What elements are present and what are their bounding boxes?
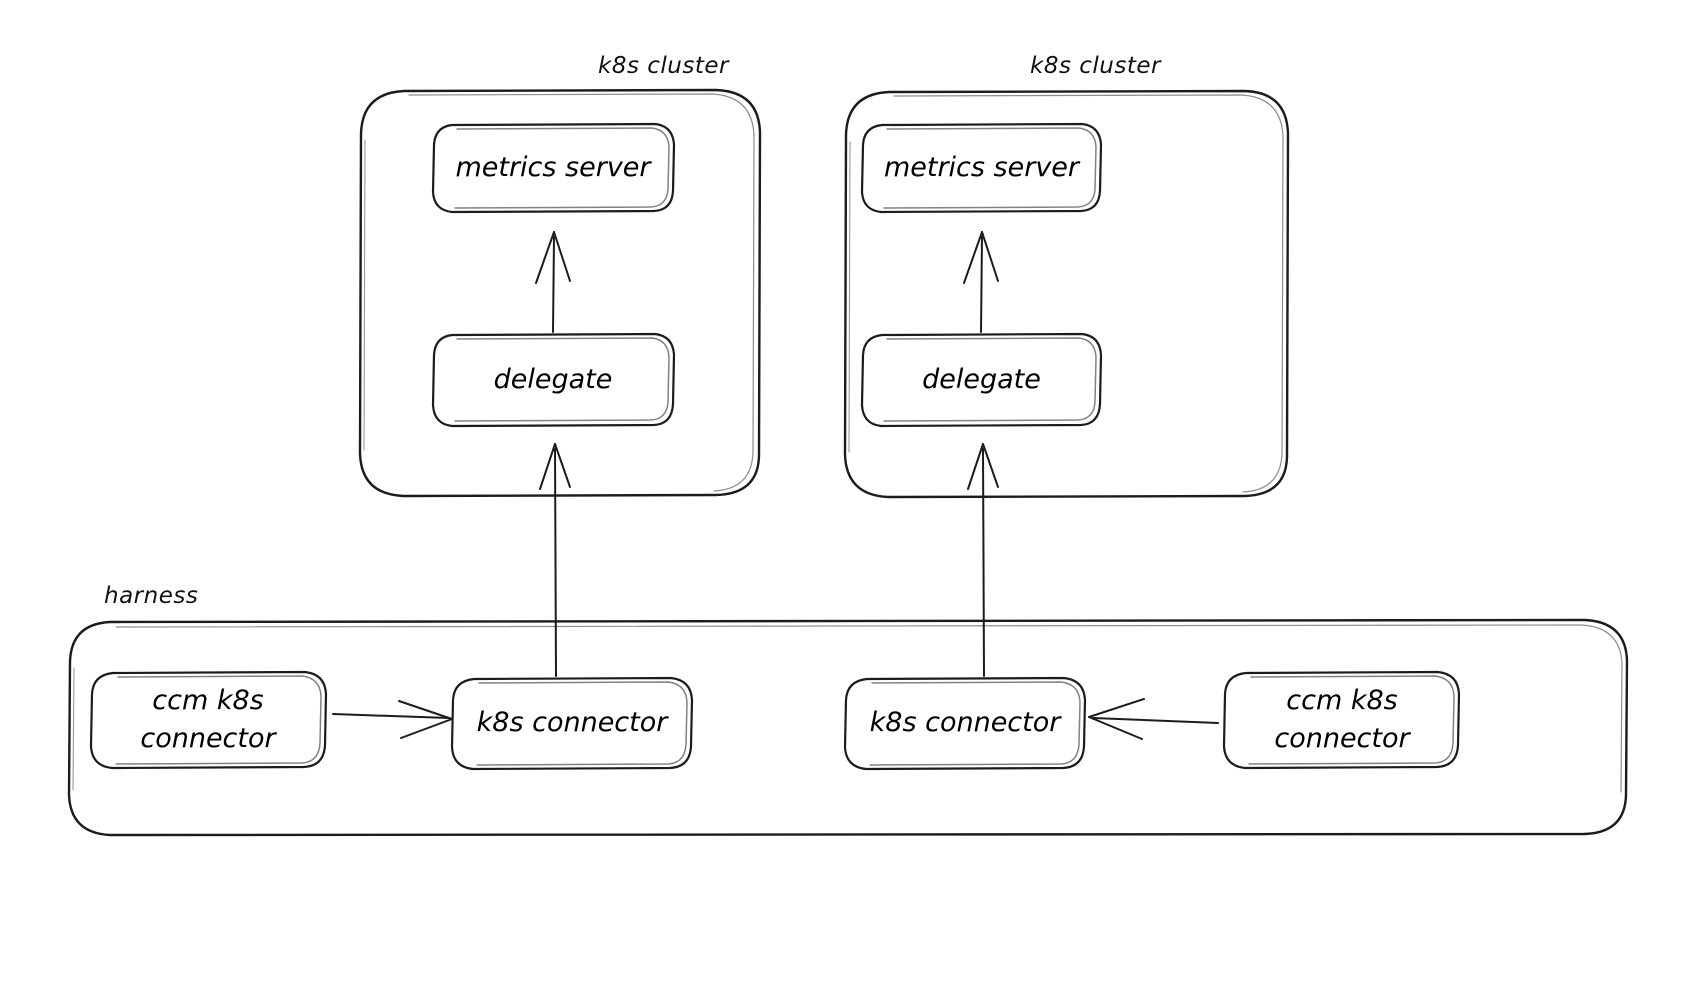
cluster-left-label: k8s cluster <box>598 53 729 79</box>
node-delegate-left[interactable] <box>431 332 676 428</box>
edge-connector-to-delegate-right <box>967 443 999 677</box>
node-ccm-k8s-connector-left[interactable] <box>89 670 328 770</box>
node-ccm-k8s-connector-right[interactable] <box>1222 670 1461 770</box>
harness-boundary <box>67 618 1629 837</box>
node-k8s-connector-left[interactable] <box>450 676 694 771</box>
edge-delegate-to-metrics-left <box>535 231 571 333</box>
edge-ccm-to-connector-left <box>332 700 453 739</box>
node-delegate-right[interactable] <box>860 332 1103 428</box>
node-metrics-server-left[interactable] <box>431 122 676 214</box>
harness-label: harness <box>104 583 199 609</box>
edge-delegate-to-metrics-right <box>963 231 999 333</box>
node-k8s-connector-right[interactable] <box>843 676 1087 771</box>
cluster-right-label: k8s cluster <box>1030 53 1161 79</box>
cluster-right-boundary <box>843 89 1290 499</box>
node-metrics-server-right[interactable] <box>860 122 1103 214</box>
edge-ccm-to-connector-right <box>1088 698 1219 740</box>
cluster-left-boundary <box>358 88 762 498</box>
edge-connector-to-delegate-left <box>539 443 571 677</box>
